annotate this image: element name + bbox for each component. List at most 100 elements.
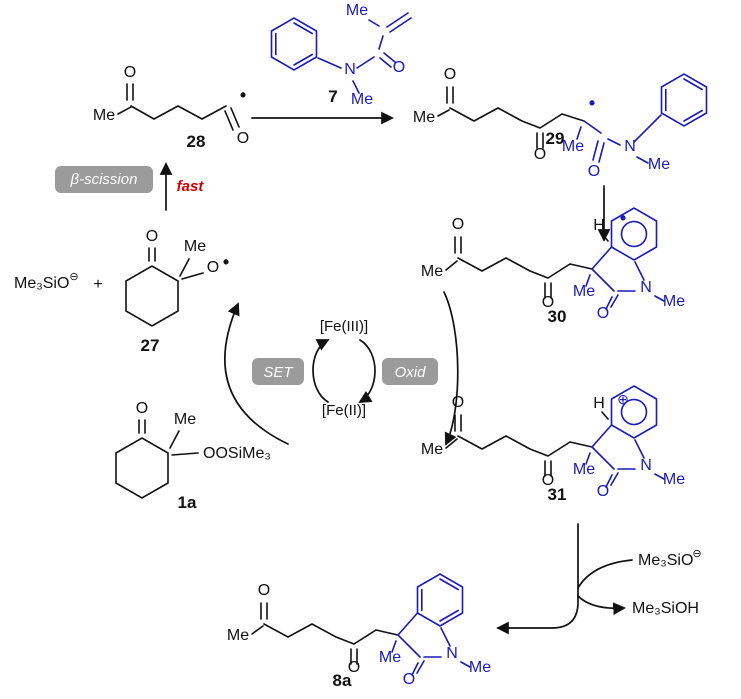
atom-o: O [207, 259, 219, 276]
atom-me: Me [413, 109, 435, 126]
atom-o: O [393, 59, 405, 76]
me3sioh-label: Me₃SiOH [632, 600, 699, 617]
atom-o: O [146, 228, 158, 245]
atom-me: Me [346, 2, 368, 19]
atom-h: H [593, 217, 605, 234]
compound-30-cyclohexadienyl-radical: Me O O H • N Me O Me 30 [421, 207, 685, 326]
set-box [252, 358, 304, 385]
cation-plus: ⊕ [617, 391, 629, 407]
atom-h: H [593, 395, 605, 412]
bonds-28 [117, 83, 240, 131]
compound-7-methacrylamide: N Me Me O 7 [270, 2, 412, 108]
radical-dot: • [620, 208, 626, 228]
compound-number-28: 28 [187, 132, 206, 151]
atom-me: Me [227, 627, 249, 644]
atom-o: O [597, 305, 609, 322]
plus-sign: + [93, 276, 102, 293]
oosime3-label: OOSiMe₃ [203, 445, 271, 462]
atom-o: O [258, 582, 270, 599]
atom-o: O [348, 659, 360, 676]
atom-o: O [444, 66, 456, 83]
beta-scission-box [55, 166, 153, 193]
atom-me: Me [421, 441, 443, 458]
oxindole-core [585, 246, 665, 310]
compound-27-alkoxy-radical: Me₃SiO ⊖ + O Me O • 27 [14, 228, 229, 355]
cyclohexane-ring [125, 265, 179, 327]
compound-8a-oxindole-product: Me O O N Me O Me 8a [227, 573, 491, 690]
radical-dot: • [223, 252, 229, 272]
fe-ii-label: [Fe(II)] [322, 402, 366, 419]
compound-number-30: 30 [548, 307, 567, 326]
compound-number-7: 7 [328, 87, 337, 106]
atom-o: O [588, 163, 600, 180]
atom-n: N [640, 279, 652, 296]
phenyl-ring [270, 17, 318, 71]
atom-o: O [452, 394, 464, 411]
fast-label: fast [177, 178, 205, 195]
circled-minus: ⊖ [69, 271, 78, 283]
atom-o: O [452, 216, 464, 233]
bonds-1a [138, 419, 199, 456]
atom-n: N [446, 645, 458, 662]
atom-n: N [640, 457, 652, 474]
cyclohexane-ring [115, 437, 169, 499]
beta-scission-step: β-scission fast [55, 162, 205, 211]
compound-number-29: 29 [546, 129, 565, 148]
atom-me: Me [648, 156, 670, 173]
me3sio-anion-label: Me₃SiO [14, 275, 69, 292]
beta-scission-label: β-scission [70, 171, 138, 188]
atom-me: Me [93, 107, 115, 124]
atom-o: O [542, 472, 554, 489]
bonds-29-blue [576, 114, 662, 164]
atom-me: Me [562, 138, 584, 155]
bonds-8a-chain [251, 602, 399, 665]
atom-o: O [403, 671, 415, 688]
curve-me3sio-in [577, 559, 633, 589]
compound-number-1a: 1a [178, 493, 197, 512]
atom-o: O [597, 483, 609, 500]
iron-catalytic-cycle: SET Oxid [Fe(III)] [Fe(II)] [224, 291, 459, 446]
atom-me: Me [379, 649, 401, 666]
atom-me: Me [351, 91, 373, 108]
atom-me: Me [573, 283, 595, 300]
atom-me: Me [174, 411, 196, 428]
arrow-fe2-to-fe3 [312, 339, 330, 403]
atom-me: Me [469, 659, 491, 676]
delocalized-ring [610, 207, 658, 261]
atom-me: Me [184, 238, 206, 255]
compound-number-8a: 8a [333, 671, 352, 690]
fe-iii-label: [Fe(III)] [320, 318, 368, 335]
compound-number-27: 27 [141, 336, 160, 355]
phenyl-ring [660, 73, 708, 127]
oxindole-core [585, 424, 665, 488]
bonds-31-chain [445, 411, 609, 477]
atom-o: O [534, 146, 546, 163]
set-label: SET [263, 364, 294, 381]
atom-me: Me [421, 263, 443, 280]
arrow-30-to-31 [443, 291, 459, 446]
compound-number-31: 31 [548, 485, 567, 504]
bonds-29-chain [437, 86, 585, 149]
atom-me: Me [573, 461, 595, 478]
bonds-27 [148, 247, 204, 280]
radical-dot: • [589, 93, 595, 113]
curve-me3sioh-out [577, 595, 626, 616]
compound-31-cyclohexadienyl-cation: Me O O H ⊕ N Me O Me 31 [421, 385, 685, 504]
atom-n: N [624, 138, 636, 155]
atom-n: N [344, 61, 356, 78]
compound-28-acyl-radical: Me O O • 28 [93, 64, 249, 151]
bonds-7 [317, 12, 412, 94]
compound-1a-silyl-peroxide: O Me OOSiMe₃ 1a [115, 400, 271, 512]
atom-me: Me [663, 293, 685, 310]
benzo-ring [416, 573, 464, 627]
radical-dot: • [240, 85, 246, 105]
oxid-label: Oxid [395, 364, 427, 381]
atom-o: O [136, 400, 148, 417]
oxid-box [382, 358, 438, 385]
compound-29-radical-adduct: Me O O • Me O N Me 29 [413, 66, 708, 180]
atom-me: Me [663, 471, 685, 488]
arrow-fe3-to-fe2 [358, 339, 376, 403]
atom-o: O [237, 130, 249, 147]
